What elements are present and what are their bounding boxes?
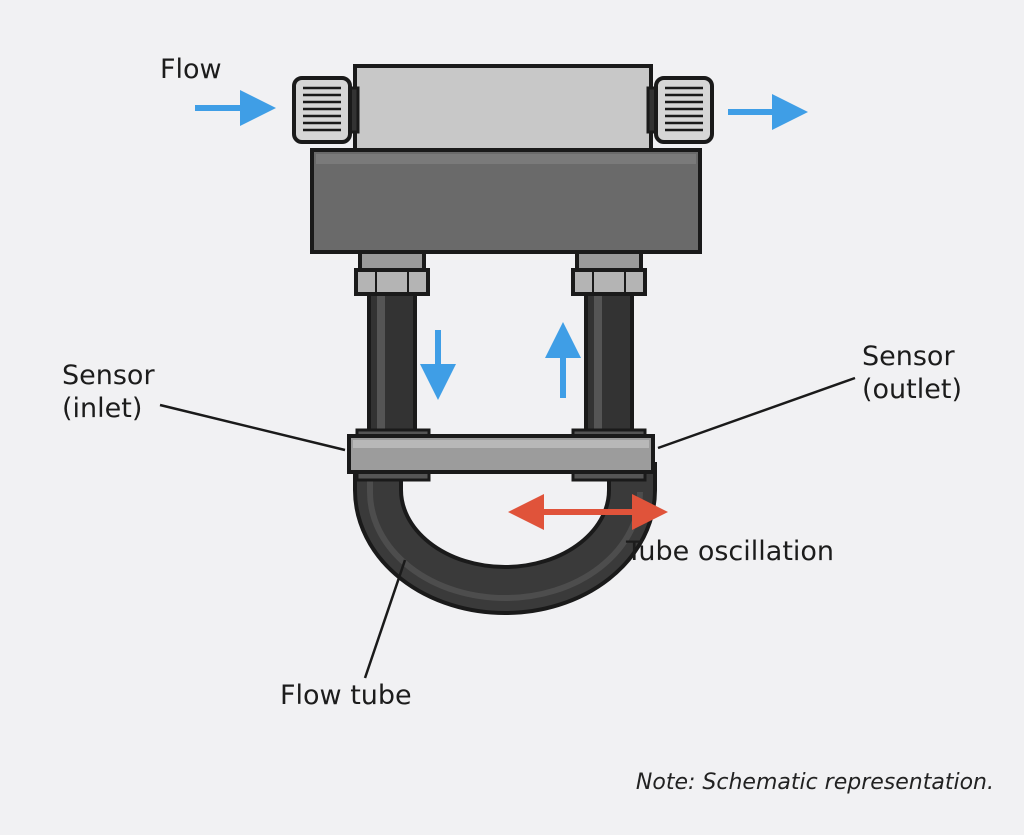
inlet-connector (292, 76, 360, 144)
sensor-bar-highlight (353, 440, 649, 448)
top-housing (353, 64, 653, 152)
outlet-fitting (571, 248, 647, 296)
flow-label: Flow (160, 54, 222, 85)
flow-tube-leader (363, 559, 407, 679)
tube-oscillation-label: Tube oscillation (626, 536, 835, 567)
sensor-outlet-leader (657, 376, 856, 450)
inlet-fitting (354, 248, 430, 296)
sensor-inlet-label-line1: Sensor (62, 360, 155, 391)
manifold-block (310, 148, 702, 254)
flow-tube-label: Flow tube (280, 680, 412, 711)
schematic-note: Note: Schematic representation. (635, 770, 994, 795)
outlet-connector (646, 76, 714, 144)
manifold-highlight (316, 154, 696, 164)
sensor-inlet-leader (159, 403, 346, 452)
sensor-inlet-label-line2: (inlet) (62, 393, 143, 424)
u-tube-bend (353, 462, 657, 615)
sensor-outlet-label-line2: (outlet) (862, 374, 962, 405)
sensor-outlet-label-line1: Sensor (862, 341, 955, 372)
